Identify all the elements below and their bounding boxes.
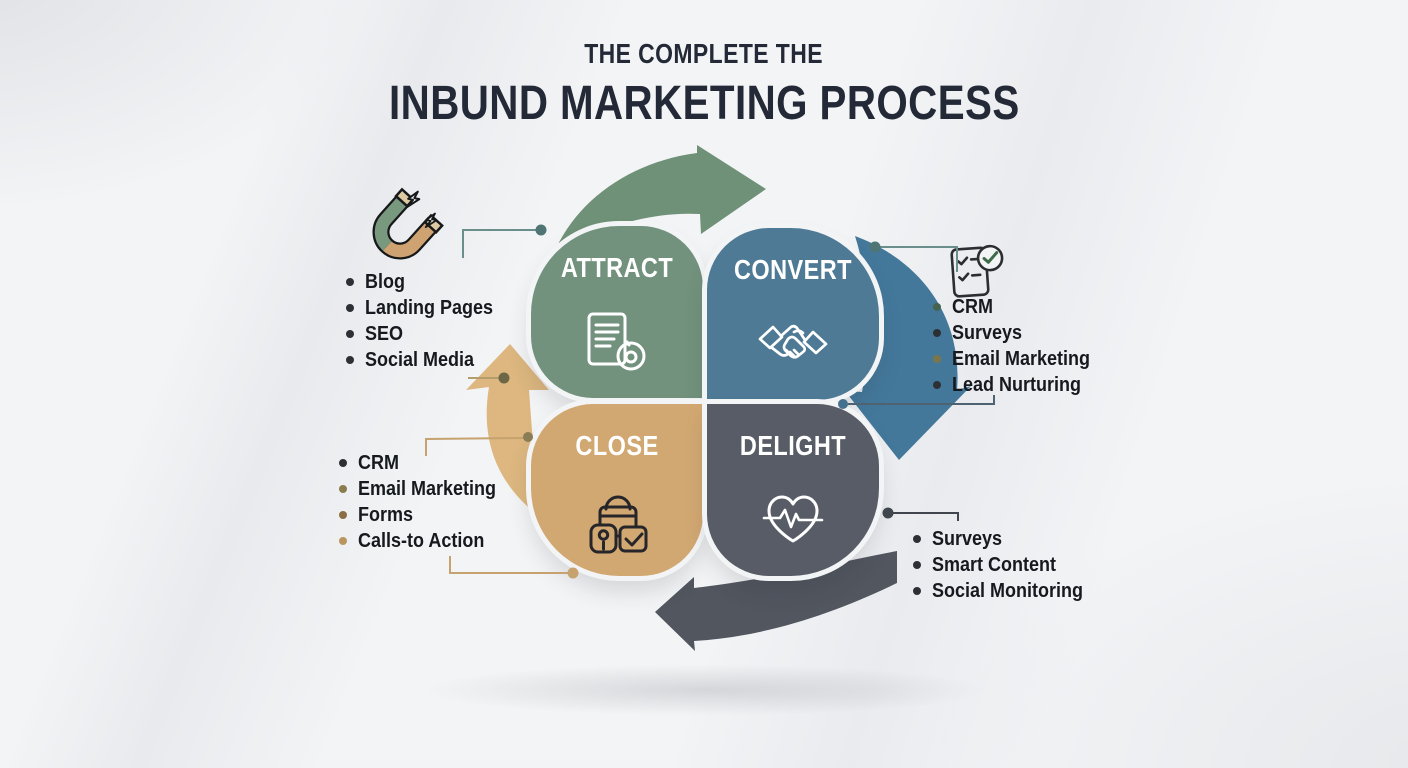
list-item-label: Lead Nurturing	[952, 373, 1082, 396]
list-item-label: Surveys	[952, 321, 1023, 344]
list-item: Social Media	[346, 347, 507, 373]
stage-convert: CONVERT	[707, 228, 879, 400]
cycle-arrow-bottom-icon	[655, 551, 897, 651]
list-item: Blog	[346, 269, 507, 295]
list-item: Email Marketing	[933, 346, 1105, 372]
list-item: Social Monitoring	[913, 578, 1100, 604]
checklist-icon	[950, 244, 1004, 298]
list-item-label: CRM	[952, 295, 993, 318]
list-item: Lead Nurturing	[933, 372, 1105, 398]
bullet-dot	[933, 303, 941, 311]
bullet-dot	[933, 381, 941, 389]
list-item: Surveys	[933, 320, 1105, 346]
bullet-dot	[913, 587, 921, 595]
bullet-dot	[339, 511, 347, 519]
list-item-label: Email Marketing	[952, 347, 1091, 370]
lightning-bolt-icon	[406, 190, 438, 229]
list-item-label: SEO	[365, 322, 404, 345]
bullet-dot	[339, 485, 347, 493]
document-magnifier-icon	[587, 312, 646, 371]
list-item: Forms	[339, 502, 511, 528]
list-item: CRM	[339, 450, 511, 476]
bullet-dot	[933, 355, 941, 363]
cycle-arrow-left-icon	[466, 344, 617, 553]
list-item-label: Blog	[365, 270, 405, 293]
title-kicker: THE COMPLETE THE	[584, 38, 824, 69]
list-item: Smart Content	[913, 552, 1100, 578]
bullet-dot	[339, 459, 347, 467]
list-item: Email Marketing	[339, 476, 511, 502]
list-item-label: Social Media	[365, 348, 475, 371]
heart-pulse-icon	[762, 495, 824, 543]
bullet-dot	[346, 330, 354, 338]
list-item-label: Email Marketing	[358, 477, 497, 500]
lock-check-icon	[589, 495, 648, 554]
cycle-arrow-top-icon	[552, 145, 766, 258]
bullet-dot	[346, 356, 354, 364]
list-item-label: CRM	[358, 451, 399, 474]
page-title: INBUND MARKETING PROCESS	[388, 77, 1020, 130]
list-item: Calls-to Action	[339, 528, 511, 554]
list-item: Surveys	[913, 526, 1100, 552]
list-item-label: Social Monitoring	[932, 579, 1084, 602]
list-item-label: Landing Pages	[365, 296, 494, 319]
stage-close: CLOSE	[531, 404, 703, 576]
list-item-label: Surveys	[932, 527, 1003, 550]
bullet-dot	[913, 561, 921, 569]
stage-attract-label: ATTRACT	[560, 252, 674, 283]
magnet-icon	[372, 187, 444, 260]
list-item-label: Forms	[358, 503, 414, 526]
bullet-dot	[339, 537, 347, 545]
list-item: SEO	[346, 321, 507, 347]
bullet-dot	[346, 278, 354, 286]
ground-shadow	[420, 664, 990, 716]
stage-delight: DELIGHT	[707, 404, 879, 576]
bullet-dot	[933, 329, 941, 337]
stage-delight-label: DELIGHT	[739, 430, 847, 461]
title-block: THE COMPLETE THE INBUND MARKETING PROCES…	[0, 38, 1408, 131]
list-item-label: Smart Content	[932, 553, 1057, 576]
stage-attract: ATTRACT	[531, 226, 703, 398]
list-item: CRM	[933, 294, 1105, 320]
bullet-dot	[913, 535, 921, 543]
list-item: Landing Pages	[346, 295, 507, 321]
list-item-label: Calls-to Action	[358, 529, 485, 552]
bullet-dot	[346, 304, 354, 312]
handshake-icon	[758, 324, 828, 359]
stage-convert-label: CONVERT	[734, 254, 852, 285]
stage-close-label: CLOSE	[575, 430, 659, 461]
